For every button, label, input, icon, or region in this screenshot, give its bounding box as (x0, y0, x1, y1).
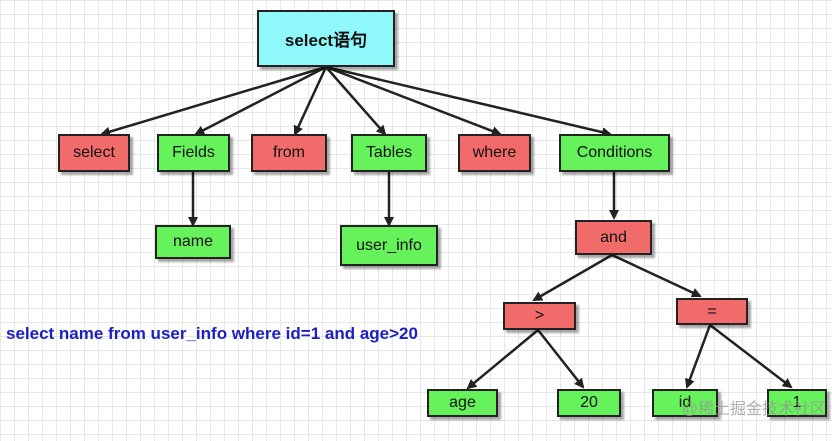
edge-root-conditions (325, 65, 612, 138)
edge-root-from (293, 66, 328, 136)
node-where: where (458, 134, 531, 172)
edge-root-fields (194, 65, 327, 136)
node-20: 20 (557, 389, 621, 417)
edge-root-select (100, 65, 327, 137)
node-and: and (575, 220, 652, 255)
node-age: age (427, 389, 498, 417)
node-root: select语句 (257, 10, 395, 67)
node-1: 1 (767, 389, 827, 417)
node-select: select (58, 134, 130, 172)
edge-eq-id (685, 324, 712, 389)
node-id: id (652, 389, 718, 417)
query-text: select name from user_info where id=1 an… (6, 324, 418, 343)
node-name: name (155, 225, 231, 259)
edge-and-eq (611, 253, 702, 298)
edge-gt-age (466, 329, 539, 390)
edge-and-gt (532, 253, 613, 302)
watermark: @稀土掘金技术社区 (681, 401, 826, 418)
node-tables: Tables (351, 134, 427, 172)
edge-gt-20 (537, 329, 585, 389)
node-eq: = (676, 298, 748, 325)
node-conditions: Conditions (559, 134, 670, 172)
edge-eq-1 (709, 324, 793, 389)
edge-root-tables (325, 66, 387, 136)
edge-root-where (325, 65, 502, 136)
node-fields: Fields (157, 134, 230, 172)
node-from: from (251, 134, 327, 172)
node-gt: > (503, 302, 576, 330)
node-user-info: user_info (340, 225, 438, 266)
